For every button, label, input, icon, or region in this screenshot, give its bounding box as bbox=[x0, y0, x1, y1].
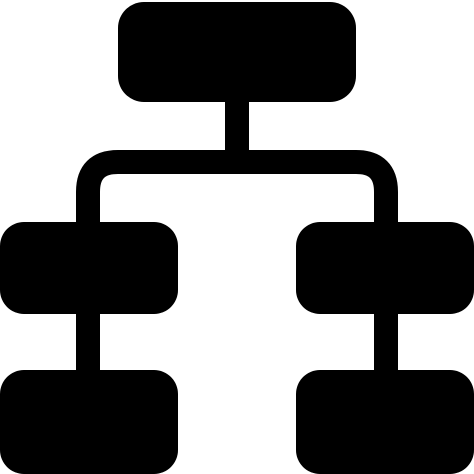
hierarchy-connectors bbox=[76, 95, 398, 375]
root-node bbox=[118, 2, 356, 102]
branch-connector bbox=[76, 150, 398, 230]
right-node-lower bbox=[296, 370, 474, 474]
left-node-lower bbox=[0, 370, 178, 474]
right-node-upper bbox=[296, 222, 474, 314]
left-node-upper bbox=[0, 222, 178, 314]
